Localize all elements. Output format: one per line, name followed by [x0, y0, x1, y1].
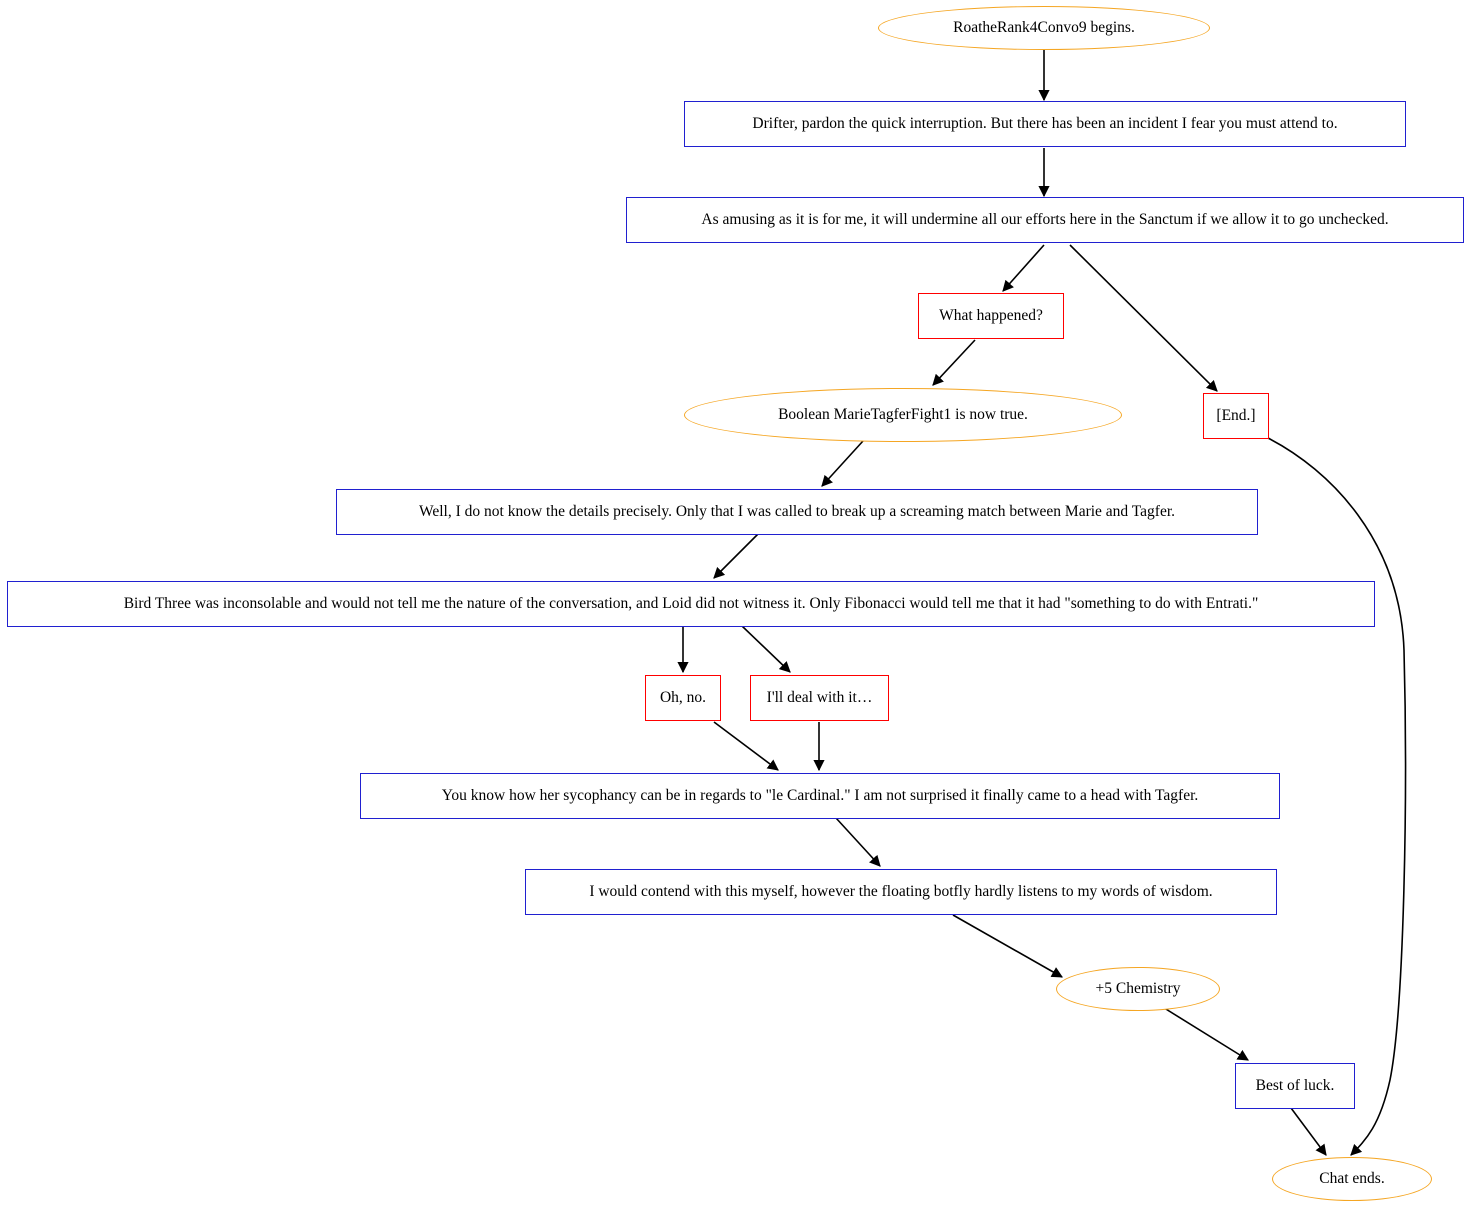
node-choice-deal-with-it[interactable]: I'll deal with it…: [750, 675, 889, 721]
node-line7[interactable]: Best of luck.: [1235, 1063, 1355, 1109]
node-start-label: RoatheRank4Convo9 begins.: [953, 19, 1135, 37]
node-choice-what-happened-label: What happened?: [939, 307, 1043, 325]
node-line2-label: As amusing as it is for me, it will unde…: [701, 211, 1389, 229]
node-line3[interactable]: Well, I do not know the details precisel…: [336, 489, 1258, 535]
node-choice-oh-no-label: Oh, no.: [659, 689, 707, 707]
edge-line4-to-deal-with-it: [741, 625, 791, 673]
edge-end-choice-to-chat-ends: [1267, 437, 1407, 1156]
edge-line6-to-chemistry: [952, 914, 1063, 978]
node-line2[interactable]: As amusing as it is for me, it will unde…: [626, 197, 1464, 243]
node-line1[interactable]: Drifter, pardon the quick interruption. …: [684, 101, 1406, 147]
node-event-boolean-label: Boolean MarieTagferFight1 is now true.: [778, 406, 1028, 424]
edge-boolean-to-line3: [821, 440, 864, 487]
edge-what-happened-to-boolean: [932, 339, 976, 386]
node-choice-oh-no[interactable]: Oh, no.: [645, 675, 721, 721]
edge-line2-to-end-choice: [1069, 244, 1218, 392]
node-line3-label: Well, I do not know the details precisel…: [418, 503, 1176, 521]
node-line6[interactable]: I would contend with this myself, howeve…: [525, 869, 1277, 915]
node-line7-label: Best of luck.: [1255, 1077, 1335, 1095]
edge-oh-no-to-line5: [713, 721, 779, 771]
node-end-label: Chat ends.: [1319, 1170, 1385, 1188]
edge-chemistry-to-line7: [1160, 1005, 1249, 1061]
node-choice-what-happened[interactable]: What happened?: [918, 293, 1064, 339]
edge-line2-to-what-happened: [1002, 244, 1045, 292]
node-choice-deal-with-it-label: I'll deal with it…: [766, 689, 873, 707]
node-event-chemistry-label: +5 Chemistry: [1095, 980, 1181, 998]
node-event-boolean[interactable]: Boolean MarieTagferFight1 is now true.: [684, 388, 1122, 442]
node-line5-label: You know how her sycophancy can be in re…: [441, 787, 1199, 805]
edge-line3-to-line4: [713, 531, 761, 579]
edge-line7-to-chat-ends: [1290, 1107, 1327, 1156]
node-choice-end-label: [End.]: [1216, 407, 1256, 425]
node-line4-label: Bird Three was inconsolable and would no…: [123, 595, 1259, 613]
node-end[interactable]: Chat ends.: [1272, 1157, 1432, 1201]
node-line1-label: Drifter, pardon the quick interruption. …: [752, 115, 1338, 133]
node-start[interactable]: RoatheRank4Convo9 begins.: [878, 6, 1210, 50]
node-line4[interactable]: Bird Three was inconsolable and would no…: [7, 581, 1375, 627]
node-event-chemistry[interactable]: +5 Chemistry: [1056, 967, 1220, 1011]
node-line5[interactable]: You know how her sycophancy can be in re…: [360, 773, 1280, 819]
node-line6-label: I would contend with this myself, howeve…: [589, 883, 1213, 901]
edge-line5-to-line6: [835, 817, 881, 867]
node-choice-end[interactable]: [End.]: [1203, 393, 1269, 439]
